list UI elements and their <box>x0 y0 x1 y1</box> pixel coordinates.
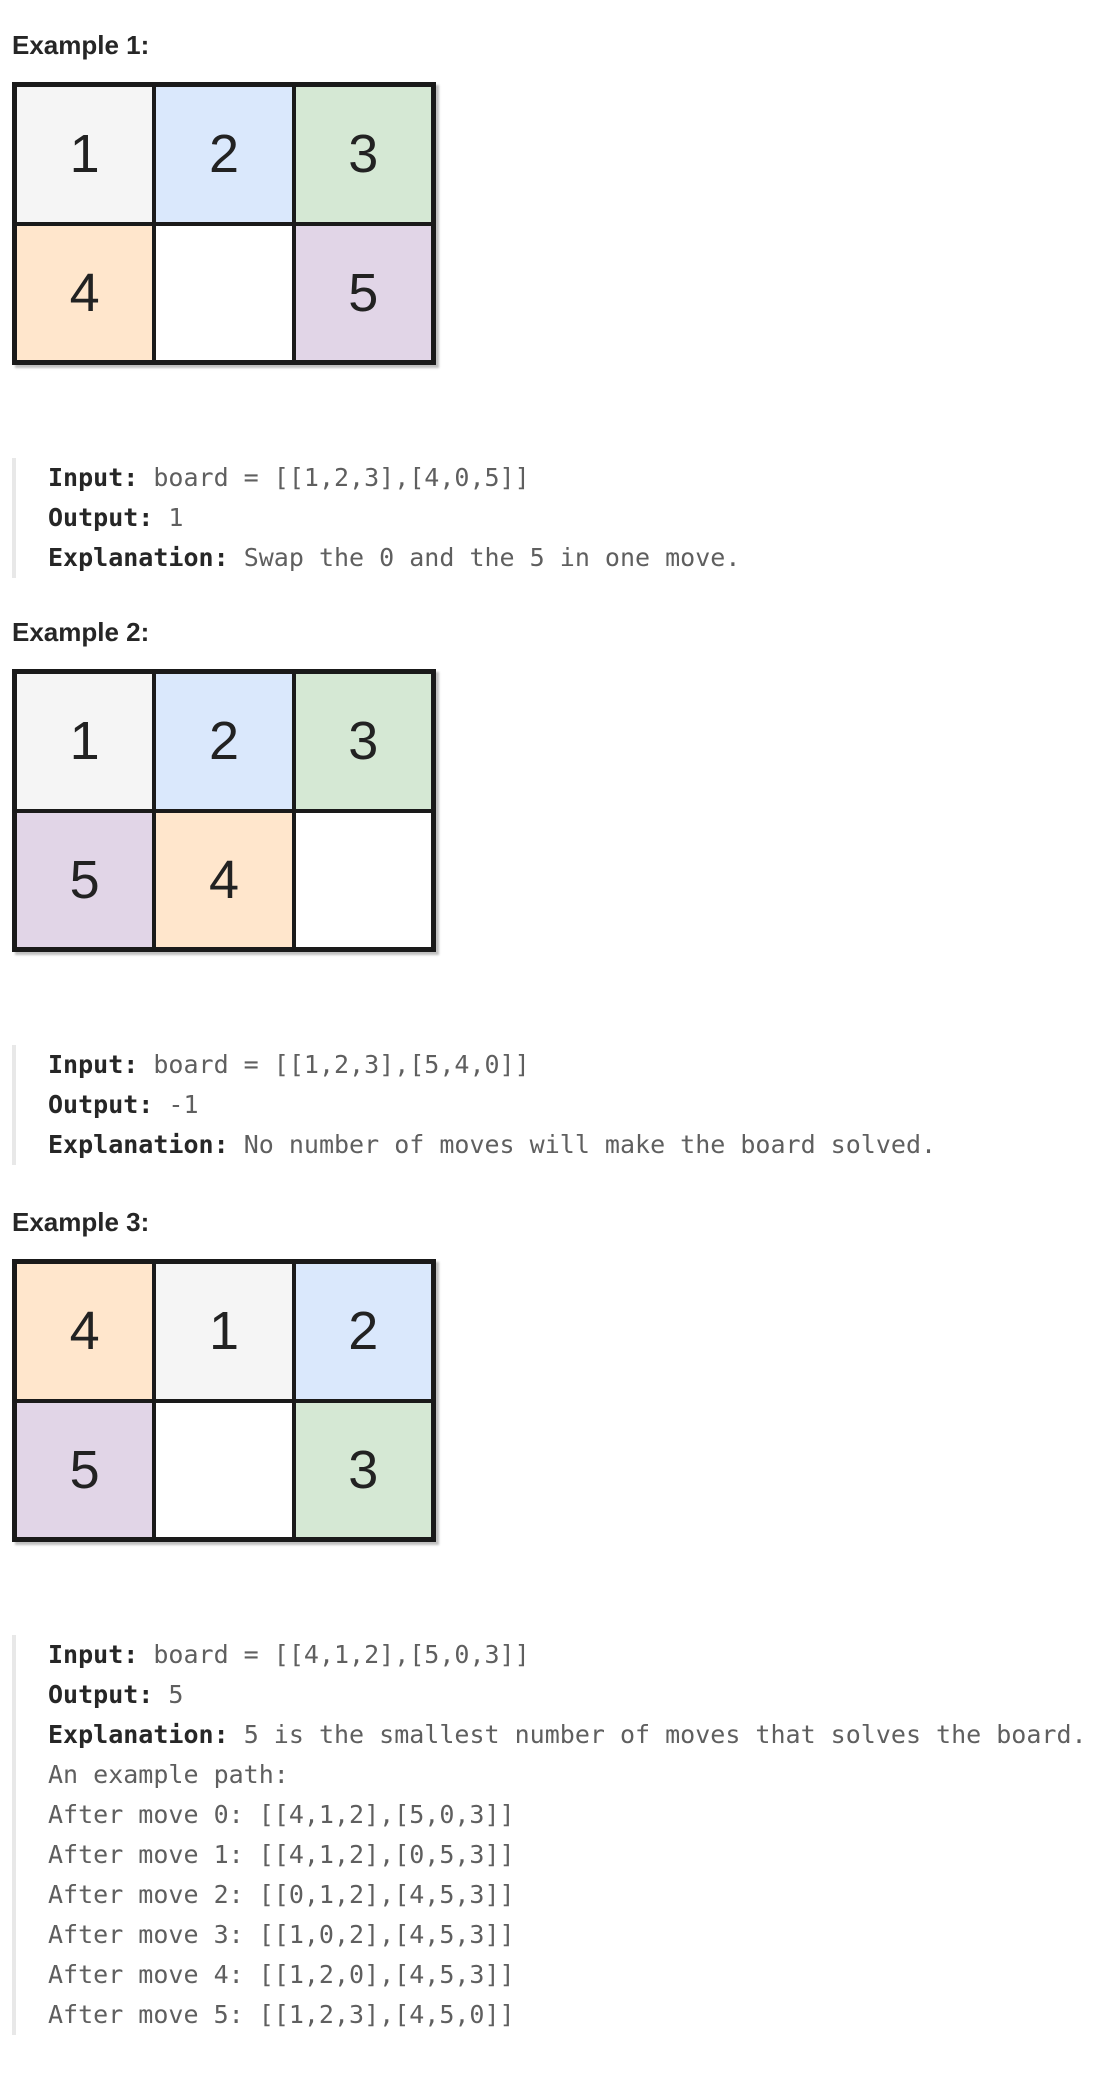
output-line-value: 1 <box>168 503 184 532</box>
board-tile: 1 <box>15 85 155 224</box>
path-step-line-value: After move 0: [[4,1,2],[5,0,3]] <box>48 1800 515 1829</box>
explanation-line-label: Explanation: <box>48 1720 229 1749</box>
output-line-label: Output: <box>48 1680 154 1709</box>
path-step-line-value: After move 2: [[0,1,2],[4,5,3]] <box>48 1880 515 1909</box>
input-line-label: Input: <box>48 1050 139 1079</box>
path-step-line: After move 3: [[1,0,2],[4,5,3]] <box>48 1915 1088 1955</box>
board-tile: 2 <box>154 85 294 224</box>
explanation-line-label: Explanation: <box>48 543 229 572</box>
explanation-line-value: 5 is the smallest number of moves that s… <box>243 1720 1087 1749</box>
board-tile: 1 <box>154 1262 294 1401</box>
path-step-line: After move 5: [[1,2,3],[4,5,0]] <box>48 1995 1088 2035</box>
board-tile <box>154 1400 294 1539</box>
path-step-line-value: After move 3: [[1,0,2],[4,5,3]] <box>48 1920 515 1949</box>
path-step-line-value: After move 5: [[1,2,3],[4,5,0]] <box>48 2000 515 2029</box>
explanation-line-value: No number of moves will make the board s… <box>243 1130 937 1159</box>
path-step-line-value: An example path: <box>48 1760 289 1789</box>
board-tile: 2 <box>154 672 294 811</box>
input-line-label: Input: <box>48 1640 139 1669</box>
board-tile: 4 <box>154 810 294 949</box>
example-title: Example 2: <box>12 617 150 647</box>
path-step-line-value: After move 1: [[4,1,2],[0,5,3]] <box>48 1840 515 1869</box>
path-step-line: An example path: <box>48 1755 1088 1795</box>
path-step-line: After move 0: [[4,1,2],[5,0,3]] <box>48 1795 1088 1835</box>
path-step-line: After move 1: [[4,1,2],[0,5,3]] <box>48 1835 1088 1875</box>
board-tile: 3 <box>293 1400 433 1539</box>
output-line: Output: 1 <box>48 498 1088 538</box>
input-line-value: board = [[4,1,2],[5,0,3]] <box>153 1640 530 1669</box>
output-line: Output: -1 <box>48 1085 1088 1125</box>
board-tile: 5 <box>293 223 433 362</box>
board-tile: 1 <box>15 672 155 811</box>
input-line-value: board = [[1,2,3],[5,4,0]] <box>153 1050 530 1079</box>
output-line-value: -1 <box>168 1090 199 1119</box>
explanation-line-label: Explanation: <box>48 1130 229 1159</box>
input-line: Input: board = [[1,2,3],[5,4,0]] <box>48 1045 1088 1085</box>
explanation-line: Explanation: No number of moves will mak… <box>48 1125 1088 1165</box>
board-tile: 3 <box>293 85 433 224</box>
path-step-line: After move 2: [[0,1,2],[4,5,3]] <box>48 1875 1088 1915</box>
input-line-label: Input: <box>48 463 139 492</box>
example-title: Example 3: <box>12 1207 150 1237</box>
explanation-line-value: Swap the 0 and the 5 in one move. <box>243 543 741 572</box>
board-tile: 3 <box>293 672 433 811</box>
board-tile <box>154 223 294 362</box>
input-line-value: board = [[1,2,3],[4,0,5]] <box>153 463 530 492</box>
example-title: Example 1: <box>12 30 150 60</box>
output-line-label: Output: <box>48 503 154 532</box>
board-tile: 5 <box>15 1400 155 1539</box>
output-line-label: Output: <box>48 1090 154 1119</box>
output-line-value: 5 <box>168 1680 184 1709</box>
explanation-line: Explanation: 5 is the smallest number of… <box>48 1715 1088 1755</box>
board-tile: 5 <box>15 810 155 949</box>
board-tile <box>293 810 433 949</box>
path-step-line-value: After move 4: [[1,2,0],[4,5,3]] <box>48 1960 515 1989</box>
board-tile: 4 <box>15 1262 155 1401</box>
example-code-block: Input: board = [[1,2,3],[5,4,0]]Output: … <box>12 1045 1088 1165</box>
example-code-block: Input: board = [[1,2,3],[4,0,5]]Output: … <box>12 458 1088 578</box>
explanation-line: Explanation: Swap the 0 and the 5 in one… <box>48 538 1088 578</box>
path-step-line: After move 4: [[1,2,0],[4,5,3]] <box>48 1955 1088 1995</box>
input-line: Input: board = [[1,2,3],[4,0,5]] <box>48 458 1088 498</box>
input-line: Input: board = [[4,1,2],[5,0,3]] <box>48 1635 1088 1675</box>
board-tile: 4 <box>15 223 155 362</box>
output-line: Output: 5 <box>48 1675 1088 1715</box>
board-tile: 2 <box>293 1262 433 1401</box>
example-code-block: Input: board = [[4,1,2],[5,0,3]]Output: … <box>12 1635 1088 2035</box>
